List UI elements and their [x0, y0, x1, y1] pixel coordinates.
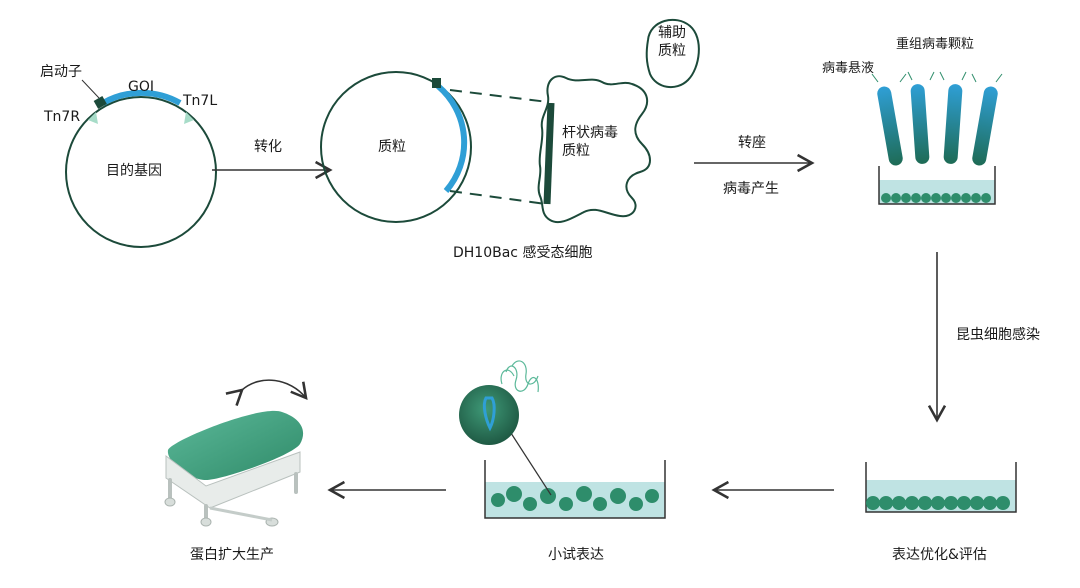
protein-ribbon: [500, 360, 539, 393]
virus-particle: [972, 86, 998, 166]
transform-label: 转化: [254, 139, 282, 155]
tn7l-label: Tn7L: [183, 93, 218, 109]
virus-particle: [877, 86, 903, 166]
suspension-cells: [491, 486, 659, 511]
small-scale-vessel: [459, 360, 666, 519]
helper-plasmid-label: 辅助质粒: [658, 25, 686, 59]
expressed-protein: [482, 396, 496, 432]
rocking-bioreactor: [164, 379, 308, 527]
promoter-label: 启动子: [40, 64, 82, 80]
optimization-plate: [865, 462, 1017, 513]
plate-cells-row: [881, 193, 991, 203]
goi-plasmid-center-label: 目的基因: [106, 163, 162, 179]
scale-up-label: 蛋白扩大生产: [190, 547, 274, 563]
virus-particles: [871, 71, 1003, 166]
goi-label: GOI: [128, 79, 154, 95]
plasmid-2: [320, 71, 549, 223]
tn7l-marker: [184, 112, 194, 124]
goi-segment: [101, 89, 182, 106]
insect-cell-infection-label: 昆虫细胞感染: [956, 327, 1040, 343]
helper-plasmid: [645, 18, 700, 89]
virus-particles-label: 重组病毒颗粒: [896, 37, 975, 52]
plasmid-2-center-label: 质粒: [378, 139, 406, 155]
virus-particle: [910, 84, 930, 164]
expression-optimization-label: 表达优化&评估: [892, 547, 987, 563]
virus-plate: [871, 71, 1003, 205]
small-scale-label: 小试表达: [548, 547, 604, 563]
tn7r-marker: [88, 112, 98, 124]
promoter-block: [93, 96, 107, 109]
bioreactor-bag: [167, 410, 304, 480]
dh10bac-caption: DH10Bac 感受态细胞: [453, 245, 593, 261]
magnified-cell: [459, 385, 519, 445]
goi-plasmid: [65, 79, 217, 248]
transposition-label: 转座: [738, 135, 766, 151]
virus-production-label: 病毒产生: [723, 181, 779, 197]
rocking-arrow: [225, 379, 308, 406]
virus-suspension-label: 病毒悬液: [822, 61, 875, 76]
tn7r-label: Tn7R: [44, 109, 81, 125]
plasmid-2-insert: [436, 83, 468, 193]
bacmid-segment: [543, 102, 555, 205]
virus-particle: [943, 84, 963, 164]
bacmid-label: 杆状病毒质粒: [562, 125, 618, 159]
plate-cells-row: [866, 496, 1010, 510]
dh10bac-cell: [537, 18, 700, 224]
